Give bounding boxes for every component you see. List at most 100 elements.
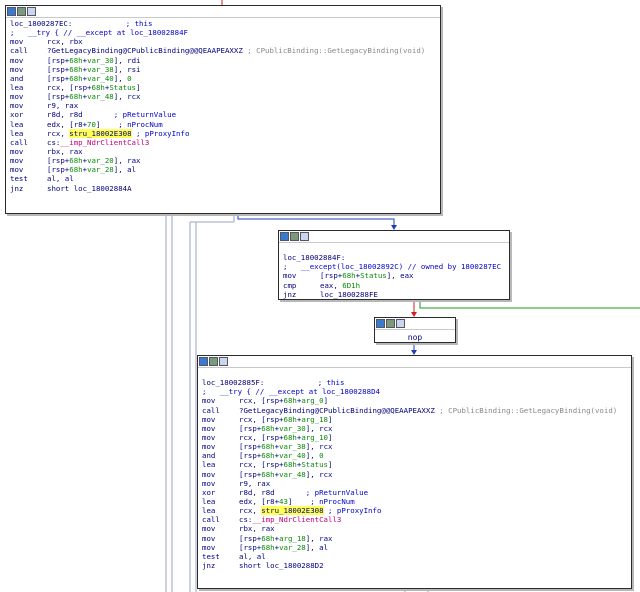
graph-icon[interactable] [17,7,26,16]
mnemonic: call [10,137,28,147]
mnemonic: jnz [10,183,24,193]
operand: Status [109,82,137,92]
operand: + [296,432,302,442]
operand: + [82,64,88,74]
asm-line[interactable]: mov[rsp+68h+Status], eax [283,271,509,280]
graph-icon[interactable] [386,319,395,328]
asm-line[interactable]: and[rsp+68h+var_40], 0 [10,74,440,83]
list-icon[interactable] [27,7,36,16]
code-block-loc-1800287ec[interactable]: loc_1800287EC: ; this; __try { // __exce… [5,5,441,214]
operand: ], rcx [305,442,333,452]
asm-line[interactable]: mov[rsp+68h+var_48], rcx [202,470,631,479]
operand: + [274,533,280,543]
operand: 43 [279,496,288,506]
asm-line[interactable]: mov[rsp+68h+var_30], rcx [202,424,631,433]
operand: [rsp+ [47,92,70,102]
asm-line[interactable]: loc_1800287EC: ; this [10,19,440,28]
highlighted-symbol[interactable]: stru_18002E308 [69,128,132,138]
operand: short loc_18002884A [47,183,132,193]
operand[interactable]: __imp_NdrClientCall3 [252,515,342,525]
mnemonic: mov [202,423,216,433]
color-icon[interactable] [199,357,208,366]
operand: 6D1h [342,280,361,290]
asm-line[interactable]: mov[rsp+68h+var_28], al [10,165,440,174]
asm-line[interactable]: call?GetLegacyBinding@CPublicBinding@@QE… [202,406,631,415]
asm-line[interactable]: mov[rsp+68h+var_48], rcx [10,92,440,101]
operand: 68h [283,432,297,442]
asm-line[interactable]: mov[rsp+68h+var_20], rax [10,156,440,165]
operand: ], al [113,165,137,175]
operand: + [274,451,280,461]
operand: 68h [69,165,83,175]
operand[interactable]: __imp_NdrClientCall3 [60,137,150,147]
graph-icon[interactable] [209,357,218,366]
operand: Status [360,271,387,281]
mnemonic: lea [202,496,216,506]
asm-line[interactable]: mov[rsp+68h+arg_18], rax [202,534,631,543]
operand: var_38 [279,442,306,452]
asm-line[interactable]: jnz short loc_18002884A [10,184,440,193]
mnemonic: call [202,405,220,415]
asm-line[interactable]: mov[rsp+68h+var_38], rcx [202,442,631,451]
asm-line[interactable]: mov[rsp+68h+var_28], al [202,543,631,552]
operand: [rsp+ [239,542,262,552]
asm-line[interactable]: ; __except(loc_18002892C) // owned by 18… [283,262,509,271]
comment: ; __except(loc_18002892C) // owned by 18… [283,262,502,272]
color-icon[interactable] [7,7,16,16]
code-block-nop[interactable]: nop [374,317,456,343]
graph-icon[interactable] [290,232,299,241]
code-block-loc-18002884f[interactable]: loc_18002884F:; __except(loc_18002892C) … [278,230,510,300]
asm-line[interactable]: ; __try { // __except at loc_18002884F [10,28,440,37]
operand: [rsp+ [239,423,262,433]
list-icon[interactable] [300,232,309,241]
asm-line[interactable]: mov[rsp+68h+var_30], rdi [10,56,440,65]
asm-line[interactable]: loc_18002885F: ; this [202,378,631,387]
code-block-loc-18002885f[interactable]: loc_18002885F: ; this; __try { // __exce… [197,355,632,589]
asm-line[interactable] [283,244,509,253]
asm-line[interactable]: mov[rsp+68h+var_38], rsi [10,65,440,74]
operand: rcx, [rsp+ [239,432,284,442]
mnemonic: lea [10,119,24,129]
asm-line[interactable]: loc_18002884F: [283,253,509,262]
color-icon[interactable] [280,232,289,241]
operand: rcx, [rsp+ [239,414,284,424]
asm-line[interactable]: and[rsp+68h+var_40], 0 [202,451,631,460]
operand: 68h [283,396,297,406]
list-icon[interactable] [219,357,228,366]
asm-line[interactable] [202,369,631,378]
operand: ], al [305,542,329,552]
highlighted-symbol[interactable]: stru_18002E308 [261,506,324,516]
block-header [375,318,455,330]
operand: ], rax [305,533,333,543]
color-icon[interactable] [376,319,385,328]
asm-line[interactable]: call?GetLegacyBinding@CPublicBinding@@QE… [10,46,440,55]
asm-line[interactable]: ; __try { // __except at loc_1800288D4 [202,387,631,396]
list-icon[interactable] [396,319,405,328]
block-header [6,6,440,18]
operand: 68h [69,64,83,74]
